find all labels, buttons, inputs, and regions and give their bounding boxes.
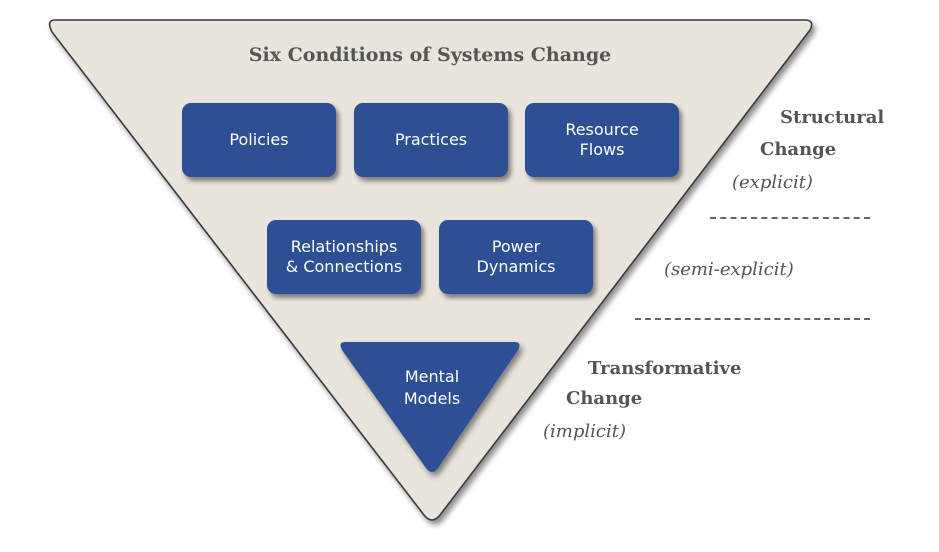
divider-upper	[710, 217, 870, 219]
relationships-connections-label: Relationships & Connections	[285, 237, 403, 276]
diagram-title: Six Conditions of Systems Change	[248, 44, 612, 66]
power-dynamics-box: Power Dynamics	[439, 220, 593, 294]
structural-label: Structural	[780, 107, 885, 128]
explicit-label: (explicit)	[732, 172, 813, 193]
transformative-change-label: Change	[566, 388, 643, 409]
power-dynamics-label: Power Dynamics	[476, 237, 556, 276]
semi-explicit-label: (semi-explicit)	[664, 259, 794, 280]
implicit-label: (implicit)	[543, 421, 626, 442]
policies-box: Policies	[182, 103, 336, 177]
policies-label: Policies	[229, 130, 289, 149]
transformative-label: Transformative	[588, 358, 742, 379]
practices-box: Practices	[354, 103, 508, 177]
resource-flows-label: Resource Flows	[565, 120, 639, 159]
mental-models-label: Mental Models	[403, 367, 461, 408]
relationships-connections-box: Relationships & Connections	[267, 220, 421, 294]
resource-flows-box: Resource Flows	[525, 103, 679, 177]
structural-change-label: Change	[760, 139, 837, 160]
mental-models-triangle	[340, 342, 520, 472]
divider-lower	[635, 318, 870, 320]
practices-label: Practices	[394, 130, 468, 149]
